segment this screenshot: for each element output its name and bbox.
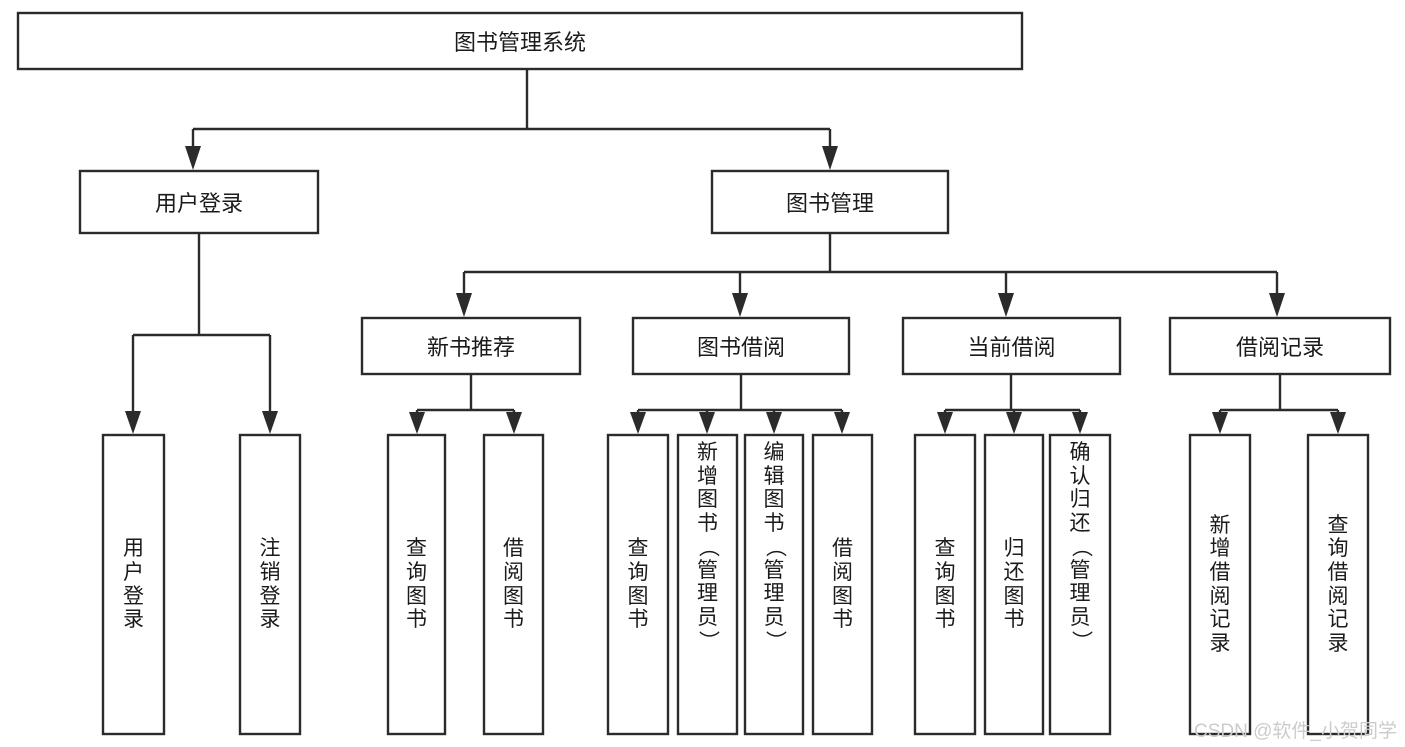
node-leaf-box[interactable] xyxy=(1306,433,1370,736)
arrow-to-new-book-rec xyxy=(456,293,472,317)
arrow-to-book-manage xyxy=(822,146,838,170)
arrow-bb-leaf-3 xyxy=(766,412,782,434)
arrow-to-current-borrow xyxy=(998,293,1014,317)
node-level3-current-borrow-box[interactable] xyxy=(901,316,1122,376)
arrow-to-user-login xyxy=(185,146,201,170)
arrow-nbr-leaf-2 xyxy=(506,412,522,434)
arrow-nbr-leaf-1 xyxy=(409,412,425,434)
arrow-bb-leaf-1 xyxy=(630,412,646,434)
arrow-cb-leaf-2 xyxy=(1006,412,1022,434)
node-leaf-box[interactable] xyxy=(482,433,545,736)
arrow-leaf-logout xyxy=(262,411,278,434)
node-level2-user-login-box[interactable] xyxy=(78,169,320,235)
node-root-box[interactable] xyxy=(16,11,1024,71)
connector-layer xyxy=(125,69,1346,434)
node-leaf-box[interactable] xyxy=(983,433,1045,736)
node-level3-new-book-rec-box[interactable] xyxy=(360,316,582,376)
arrow-br-leaf-2 xyxy=(1330,412,1346,434)
node-leaf-box[interactable] xyxy=(1188,433,1252,736)
arrow-to-book-borrow xyxy=(732,293,748,317)
node-leaf-box[interactable] xyxy=(913,433,977,736)
node-level2-book-manage-box[interactable] xyxy=(710,169,950,235)
node-leaf-box[interactable] xyxy=(101,433,166,736)
arrow-br-leaf-1 xyxy=(1212,412,1228,434)
arrow-to-borrow-record xyxy=(1269,293,1285,317)
node-leaf-box[interactable] xyxy=(811,433,874,736)
node-leaf-box[interactable] xyxy=(606,433,670,736)
node-leaf-box[interactable] xyxy=(386,433,447,736)
arrow-cb-leaf-3 xyxy=(1072,412,1088,434)
arrow-bb-leaf-4 xyxy=(834,412,850,434)
arrow-cb-leaf-1 xyxy=(937,412,953,434)
arrow-leaf-user-login xyxy=(125,411,141,434)
node-leaf-box[interactable] xyxy=(743,433,805,736)
node-leaf-box[interactable] xyxy=(676,433,739,736)
node-leaf-box[interactable] xyxy=(238,433,302,736)
arrow-bb-leaf-2 xyxy=(699,412,715,434)
node-level3-book-borrow-box[interactable] xyxy=(631,316,851,376)
node-level3-borrow-record-box[interactable] xyxy=(1168,316,1392,376)
node-box-layer xyxy=(16,11,1392,736)
node-leaf-box[interactable] xyxy=(1048,433,1112,736)
